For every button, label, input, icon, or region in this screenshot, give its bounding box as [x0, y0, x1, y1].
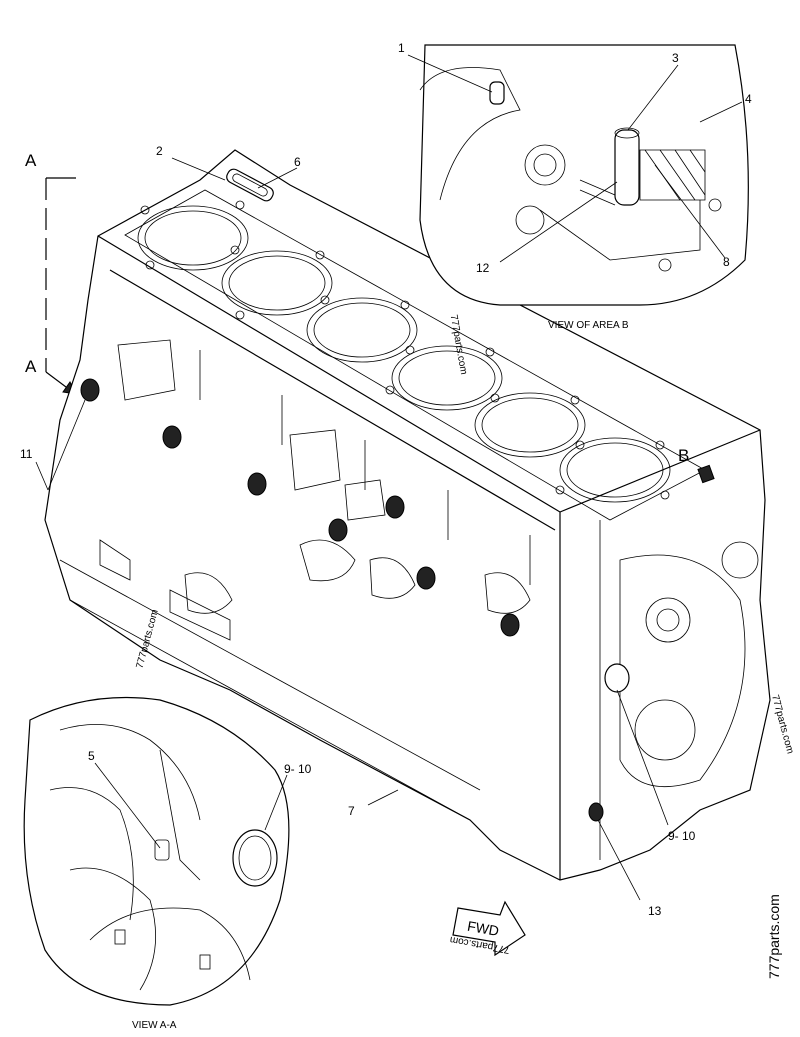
- callout-2: 2: [156, 144, 163, 158]
- caption-view-of-area-b: VIEW OF AREA B: [548, 320, 629, 331]
- area-letter-b: B: [678, 446, 689, 465]
- area-b-marker: B: [678, 446, 715, 484]
- callout-12: 12: [476, 261, 490, 275]
- callout-11: 11: [20, 447, 33, 461]
- forward-arrow: FWD: [452, 900, 526, 957]
- cylinder-bore-2: [221, 250, 333, 316]
- callout-5: 5: [88, 749, 95, 763]
- section-letter-a-bottom: A: [25, 357, 37, 376]
- cylinder-bore-1: [137, 205, 249, 271]
- section-letter-a-top: A: [25, 151, 37, 170]
- cylinder-bore-4: [391, 345, 503, 411]
- plug-set: [80, 378, 630, 822]
- callout-4: 4: [745, 92, 752, 106]
- view-of-area-b-inset: VIEW OF AREA B: [419, 44, 749, 331]
- callout-3: 3: [672, 51, 679, 65]
- caption-view-a-a: VIEW A-A: [132, 1020, 177, 1031]
- cylinder-bore-6: [559, 437, 671, 503]
- callouts: 1 2 3 4 5 6 7 8 9- 10 9- 10 11 12 13: [20, 41, 752, 918]
- callout-13: 13: [648, 904, 662, 918]
- leader-lines: [35, 54, 743, 901]
- watermark-right: 777parts.com: [769, 694, 795, 755]
- cylinder-bore-5: [474, 392, 586, 458]
- watermark-edge: 777parts.com: [766, 894, 782, 979]
- callout-9-10-main: 9- 10: [668, 829, 696, 843]
- section-a-a-marker: A A: [25, 151, 77, 395]
- cylinder-bore-3: [306, 297, 418, 363]
- engine-block: [44, 149, 771, 881]
- callout-7: 7: [348, 804, 355, 818]
- callout-9-10-view-a-a: 9- 10: [284, 762, 312, 776]
- view-a-a-inset: VIEW A-A: [23, 696, 290, 1031]
- callout-8: 8: [723, 255, 730, 269]
- callout-6: 6: [294, 155, 301, 169]
- oil-passage-slot: [226, 168, 274, 202]
- fwd-label: FWD: [466, 918, 500, 939]
- callout-1: 1: [398, 41, 405, 55]
